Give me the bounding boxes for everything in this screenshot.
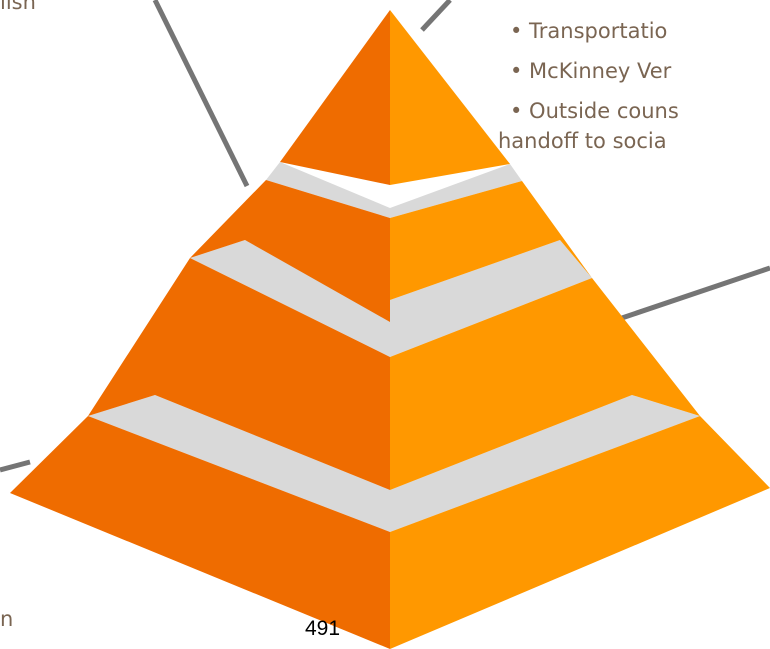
connector-top-right — [420, 0, 452, 32]
connector-right — [609, 265, 770, 325]
pyramid-tier-second — [190, 162, 592, 322]
tier-bottom-left-face — [10, 416, 390, 649]
tier-bottom-band — [88, 395, 700, 532]
connector-lines — [0, 0, 770, 473]
tier-bottom-right-face — [390, 416, 770, 649]
tier-third-right-face — [390, 278, 700, 490]
tier-second-left-face — [190, 180, 390, 322]
connector-left — [0, 459, 31, 473]
apex-right-face — [390, 10, 510, 185]
pyramid-tier-apex — [280, 10, 510, 185]
tier-second-right-face — [390, 181, 592, 300]
pyramid-tier-bottom — [10, 395, 770, 649]
pyramid-tier-third — [88, 240, 700, 490]
tier-third-band — [190, 240, 592, 357]
left-fragment-top: lish — [0, 0, 36, 14]
callout-line-4: handoff to socia — [498, 129, 667, 153]
connector-top-left — [152, 0, 250, 188]
left-fragment-bottom: n — [0, 607, 14, 631]
tier-third-left-face — [88, 258, 390, 490]
callout-line-2: • McKinney Ver — [510, 59, 672, 83]
page-number: 491 — [305, 617, 341, 640]
callout-line-3: • Outside couns — [510, 99, 679, 123]
callout-line-1: • Transportatio — [510, 19, 668, 43]
apex-left-face — [280, 10, 390, 185]
tier-second-band — [266, 162, 522, 218]
